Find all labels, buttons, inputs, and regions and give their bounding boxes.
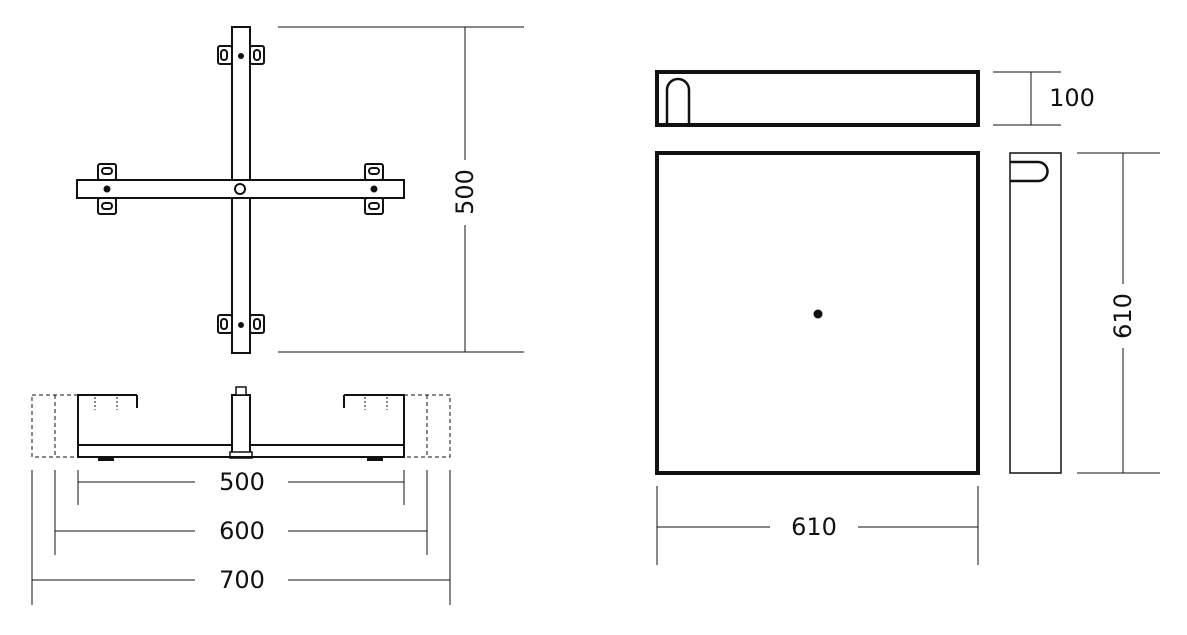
label-width-600: 600 (219, 517, 265, 545)
slab-handle-end (1010, 160, 1049, 183)
cross-base-front-view (31, 386, 451, 605)
foot-left (98, 457, 114, 461)
slab-handle-side (665, 77, 691, 125)
label-width-500: 500 (219, 468, 265, 496)
label-thickness-100: 100 (1049, 84, 1095, 112)
cross-base-top-view (76, 26, 524, 354)
label-width-700: 700 (219, 566, 265, 594)
dimension-width-600 (54, 470, 428, 555)
label-width-610: 610 (791, 513, 837, 541)
label-height-500: 500 (451, 169, 479, 215)
dimension-height-500 (278, 26, 524, 353)
label-depth-610: 610 (1109, 293, 1137, 339)
bracket-left (97, 163, 117, 215)
center-hole (234, 183, 246, 195)
dimension-thickness-100 (993, 71, 1061, 126)
foot-right (367, 457, 383, 461)
slab-side-view (655, 70, 980, 127)
center-post (231, 394, 251, 458)
bracket-right (364, 163, 384, 215)
dimension-width-700 (31, 470, 451, 605)
dimension-depth-610 (1077, 152, 1160, 474)
bracket-top (217, 45, 265, 65)
slab-end-view (1009, 152, 1062, 474)
dimension-width-610 (656, 486, 979, 565)
slab-center-hole (813, 309, 823, 319)
dimension-width-500 (77, 470, 405, 505)
paver-slab-views (655, 70, 1160, 565)
bracket-bottom (217, 314, 265, 334)
